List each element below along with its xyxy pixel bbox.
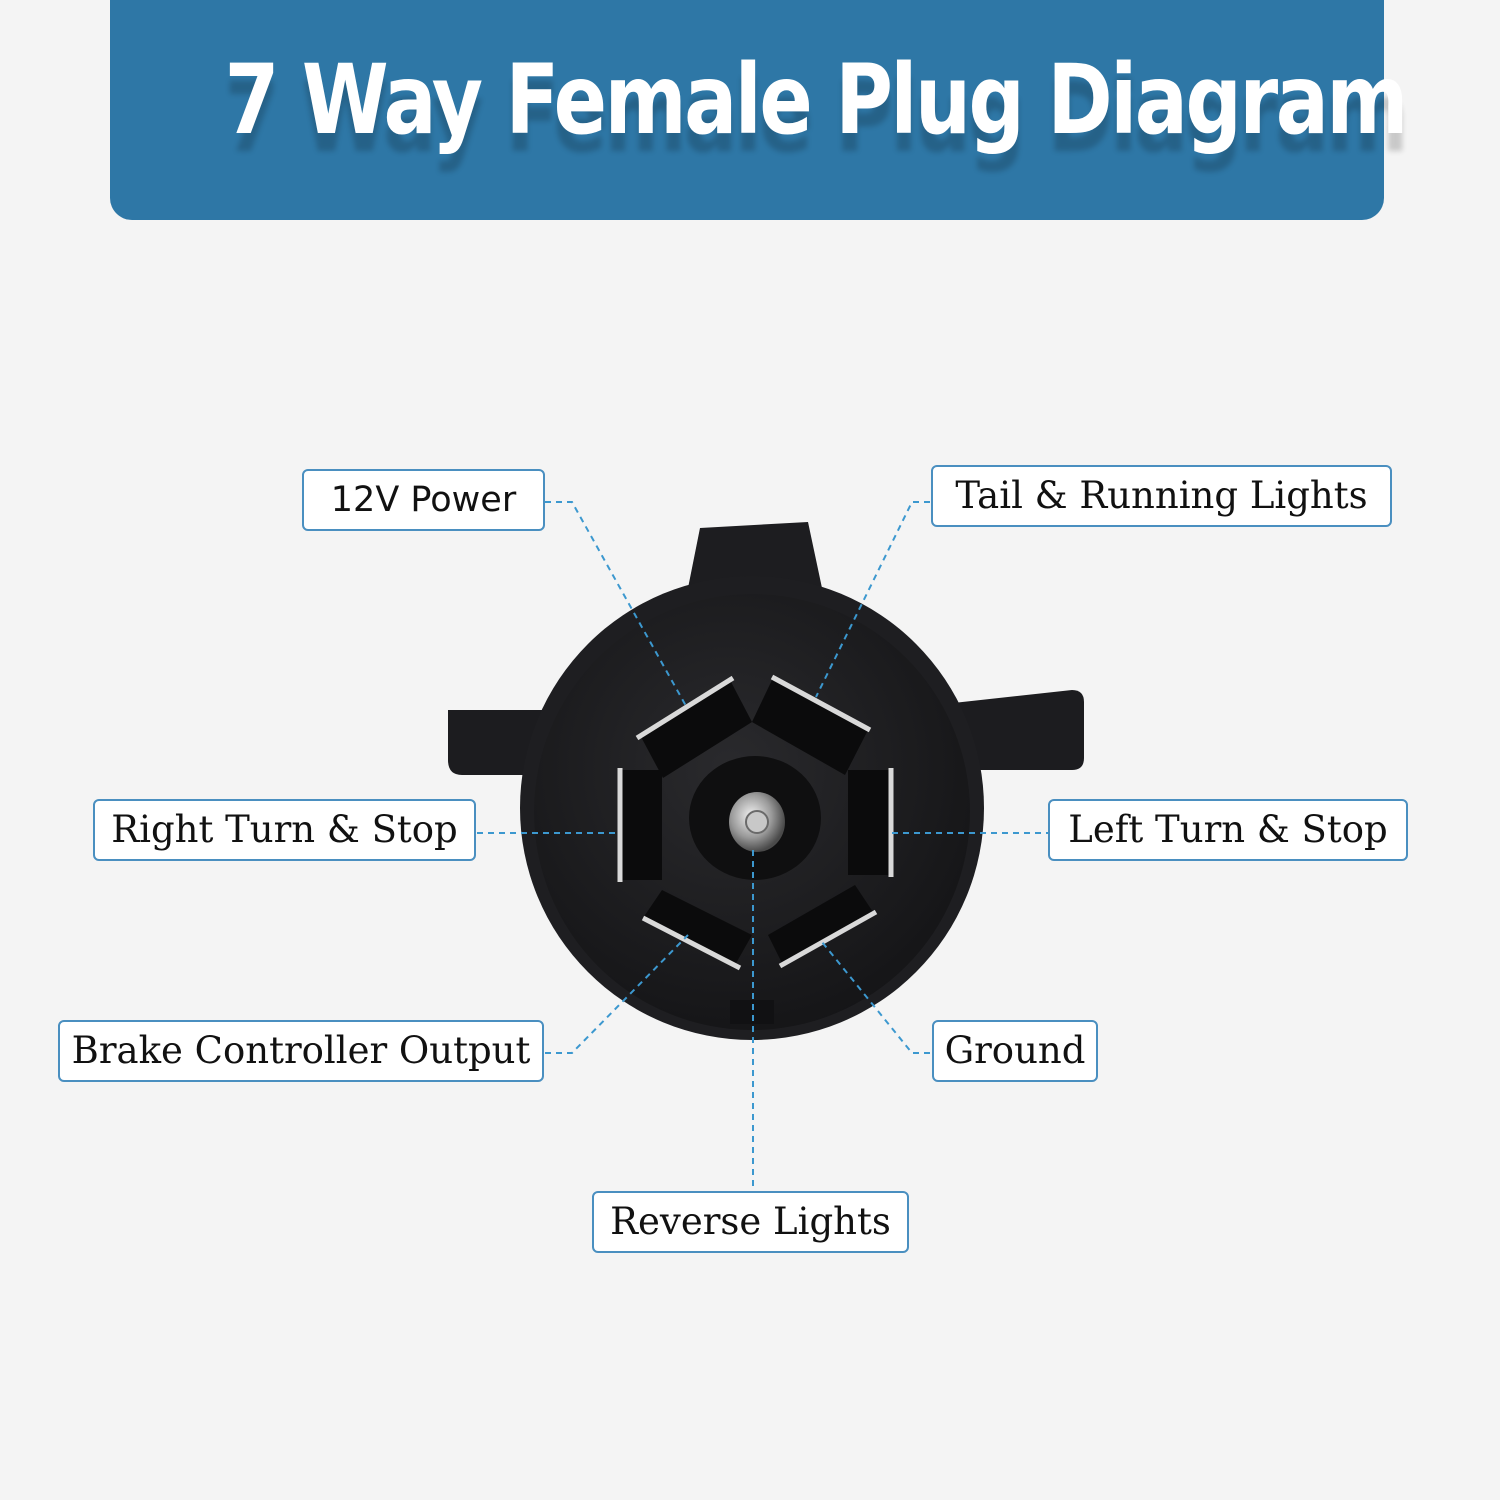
label-ground: Ground [932,1020,1098,1082]
leader-line-tail-running [815,501,930,698]
leader-line-12v-power [545,501,687,707]
title-banner: 7 Way Female Plug Diagram [110,0,1409,220]
label-brake-controller-output: Brake Controller Output [58,1020,544,1082]
center-pin [689,756,821,880]
terminal-slots [617,674,894,971]
label-tail-running-lights: Tail & Running Lights [931,465,1392,527]
page-title: 7 Way Female Plug Diagram [224,44,1409,156]
plug-body [448,522,1084,1040]
label-right-turn-stop: Right Turn & Stop [93,799,476,861]
leader-line-ground [821,941,930,1054]
leader-line-brake-controller [545,934,689,1054]
label-12v-power: 12V Power [302,469,545,531]
label-reverse-lights: Reverse Lights [592,1191,909,1253]
label-left-turn-stop: Left Turn & Stop [1048,799,1408,861]
